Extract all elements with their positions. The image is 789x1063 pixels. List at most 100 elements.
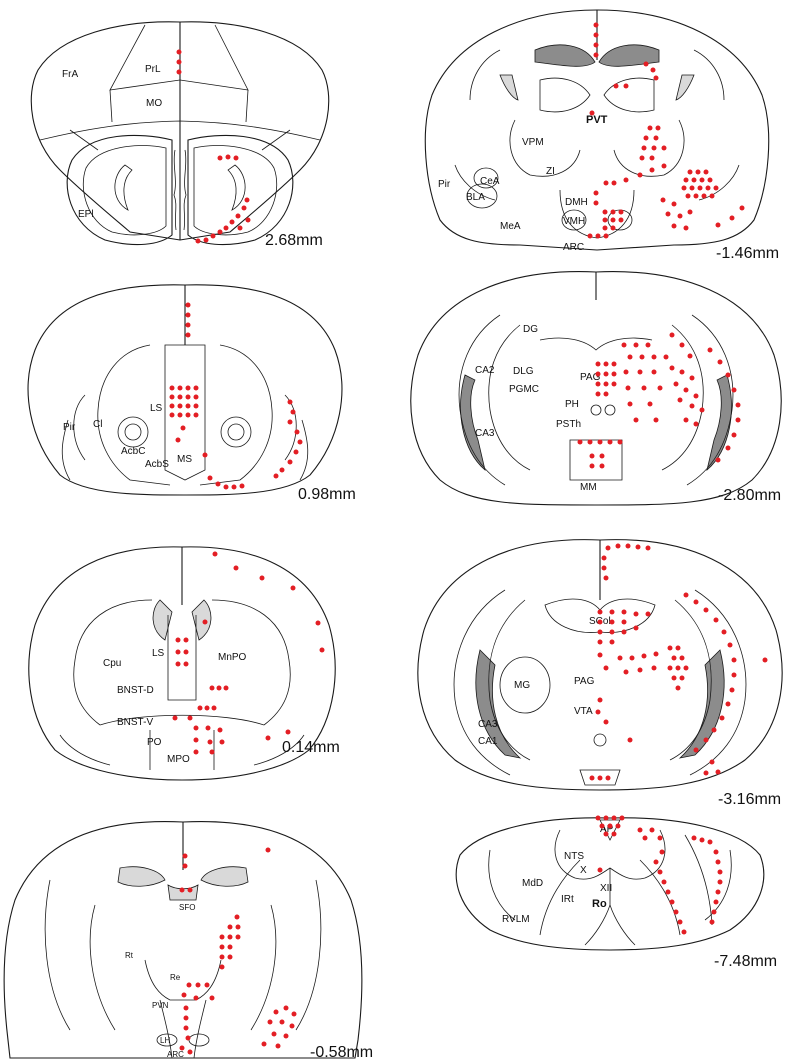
labeled-neuron-dot (183, 637, 189, 643)
label-BNST-V: BNST-V (117, 717, 153, 728)
labeled-neuron-dot (693, 421, 699, 427)
labeled-neuron-dot (294, 429, 300, 435)
labeled-neuron-dot (617, 439, 623, 445)
labeled-neuron-dot (169, 385, 175, 391)
label-AP: AP (600, 824, 614, 835)
labeled-neuron-dot (197, 705, 203, 711)
labeled-neuron-dot (182, 853, 188, 859)
labeled-neuron-dot (183, 649, 189, 655)
labeled-neuron-dot (237, 225, 243, 231)
label-CA3: CA3 (478, 719, 498, 730)
labeled-neuron-dot (713, 185, 719, 191)
labeled-neuron-dot (735, 402, 741, 408)
section-minus-7-48mm: AP NTS X MdD IRt XII Ro RVLM -7.48mm (455, 815, 777, 970)
labeled-neuron-dot (659, 849, 665, 855)
labeled-neuron-dot (703, 737, 709, 743)
labeled-neuron-dot (597, 639, 603, 645)
labeled-neuron-dot (181, 992, 187, 998)
section-0-98mm: LS Pir Cl AcbC AcbS MS 0.98mm (27, 284, 356, 503)
labeled-neuron-dot (593, 200, 599, 206)
labeled-neuron-dot (653, 135, 659, 141)
labeled-neuron-dot (193, 749, 199, 755)
label-DMH: DMH (565, 197, 588, 208)
label-PAG: PAG (574, 676, 595, 687)
label-AcbC: AcbC (121, 446, 145, 457)
labeled-neuron-dot (185, 403, 191, 409)
labeled-neuron-dot (673, 909, 679, 915)
labeled-neuron-dot (683, 665, 689, 671)
labeled-neuron-dot (693, 599, 699, 605)
coordinate-label: -3.16mm (718, 791, 781, 808)
label-PO: PO (147, 737, 162, 748)
labeled-neuron-dot (699, 177, 705, 183)
labeled-neuron-dot (685, 193, 691, 199)
labeled-neuron-dot (679, 675, 685, 681)
labeled-neuron-dot (618, 217, 624, 223)
labeled-neuron-dot (623, 177, 629, 183)
labeled-neuron-dot (587, 439, 593, 445)
labeled-neuron-dot (595, 233, 601, 239)
labeled-neuron-dot (182, 863, 188, 869)
section-2-68mm: FrA PrL MO EPl 2.68mm (30, 21, 330, 249)
labeled-neuron-dot (611, 381, 617, 387)
labeled-neuron-dot (637, 172, 643, 178)
labeled-neuron-dot (703, 607, 709, 613)
labeled-neuron-dot (667, 645, 673, 651)
labeled-neuron-dot (611, 815, 617, 821)
dot-cluster (587, 22, 745, 239)
labeled-neuron-dot (731, 672, 737, 678)
labeled-neuron-dot (185, 302, 191, 308)
label-SFO: SFO (179, 903, 195, 912)
labeled-neuron-dot (593, 52, 599, 58)
labeled-neuron-dot (729, 215, 735, 221)
section-0-14mm: LS MnPO Cpu BNST-D BNST-V PO MPO 0.14mm (28, 546, 340, 781)
labeled-neuron-dot (713, 617, 719, 623)
labeled-neuron-dot (602, 209, 608, 215)
labeled-neuron-dot (610, 217, 616, 223)
labeled-neuron-dot (715, 889, 721, 895)
labeled-neuron-dot (593, 42, 599, 48)
labeled-neuron-dot (649, 827, 655, 833)
labeled-neuron-dot (711, 909, 717, 915)
dot-cluster (172, 551, 325, 755)
label-RVLM: RVLM (502, 914, 530, 925)
labeled-neuron-dot (589, 110, 595, 116)
label-ARC: ARC (167, 1050, 184, 1059)
labeled-neuron-dot (627, 737, 633, 743)
labeled-neuron-dot (661, 145, 667, 151)
labeled-neuron-dot (677, 919, 683, 925)
labeled-neuron-dot (725, 701, 731, 707)
labeled-neuron-dot (617, 655, 623, 661)
labeled-neuron-dot (693, 747, 699, 753)
dot-cluster (169, 302, 303, 490)
label-X: X (580, 865, 587, 876)
labeled-neuron-dot (669, 332, 675, 338)
labeled-neuron-dot (287, 399, 293, 405)
labeled-neuron-dot (597, 609, 603, 615)
labeled-neuron-dot (689, 185, 695, 191)
labeled-neuron-dot (627, 354, 633, 360)
labeled-neuron-dot (233, 155, 239, 161)
labeled-neuron-dot (637, 827, 643, 833)
labeled-neuron-dot (679, 655, 685, 661)
labeled-neuron-dot (671, 201, 677, 207)
labeled-neuron-dot (193, 725, 199, 731)
labeled-neuron-dot (651, 665, 657, 671)
labeled-neuron-dot (177, 394, 183, 400)
labeled-neuron-dot (629, 655, 635, 661)
label-PVN: PVN (152, 1001, 169, 1010)
labeled-neuron-dot (683, 177, 689, 183)
labeled-neuron-dot (599, 463, 605, 469)
labeled-neuron-dot (693, 193, 699, 199)
label-MS: MS (177, 454, 192, 465)
label-MnPO: MnPO (218, 652, 247, 663)
labeled-neuron-dot (671, 655, 677, 661)
labeled-neuron-dot (231, 484, 237, 490)
labeled-neuron-dot (285, 729, 291, 735)
label-Pir: Pir (438, 179, 451, 190)
labeled-neuron-dot (195, 238, 201, 244)
labeled-neuron-dot (271, 1031, 277, 1037)
labeled-neuron-dot (599, 823, 605, 829)
coordinate-label: 0.14mm (282, 739, 340, 756)
